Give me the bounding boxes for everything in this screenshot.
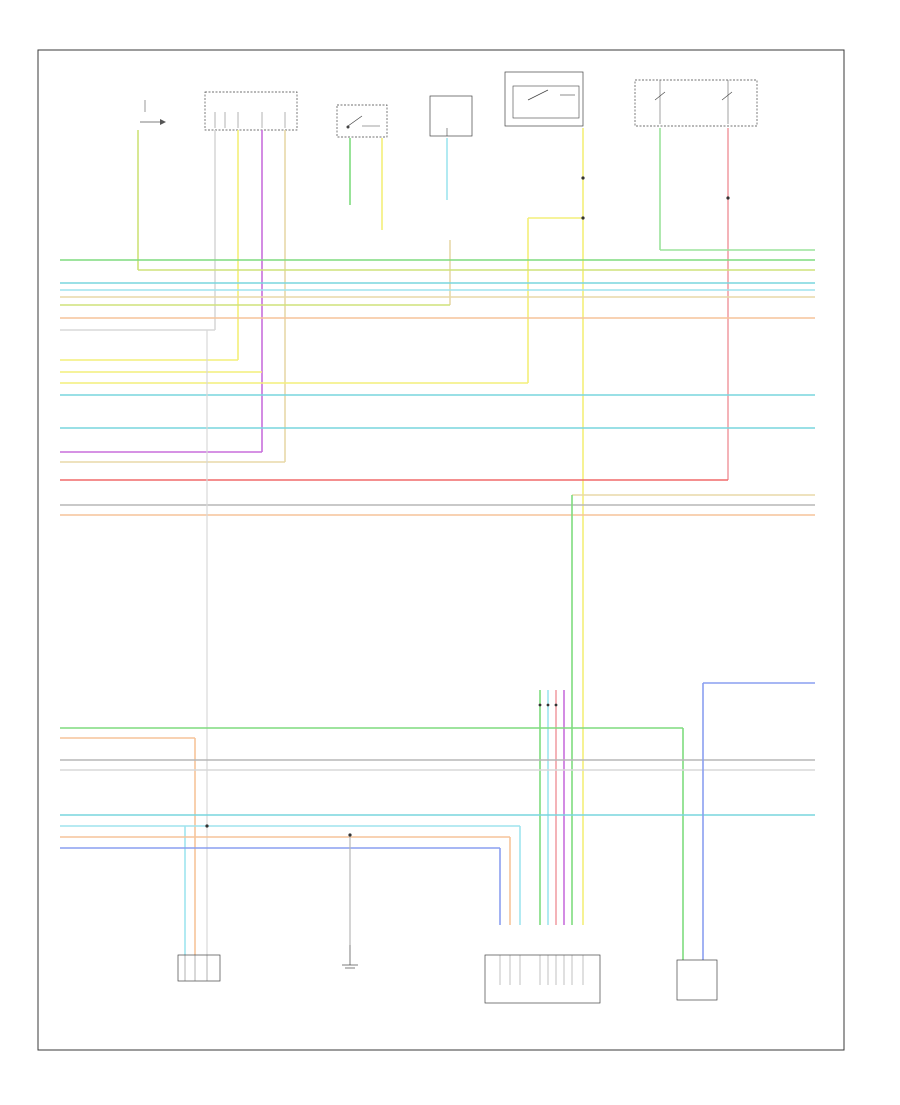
splice-dots	[205, 176, 730, 837]
horizontal-bus-wires	[60, 249, 815, 516]
bottom-horizontal-wires	[60, 682, 815, 960]
component-top-4	[429, 95, 473, 137]
vertical-wires-bottom	[206, 330, 573, 955]
component-top-2	[204, 91, 298, 131]
component-top-1	[140, 100, 166, 125]
component-top-3	[336, 104, 388, 138]
component-bottom-4	[676, 959, 718, 1001]
vertical-wires-top	[137, 128, 729, 925]
component-bottom-2	[342, 945, 358, 969]
component-top-6	[634, 79, 758, 127]
diagram-frame	[37, 49, 845, 1051]
component-bottom-1	[177, 954, 221, 982]
component-top-5	[504, 71, 584, 127]
component-bottom-3	[484, 954, 601, 1004]
